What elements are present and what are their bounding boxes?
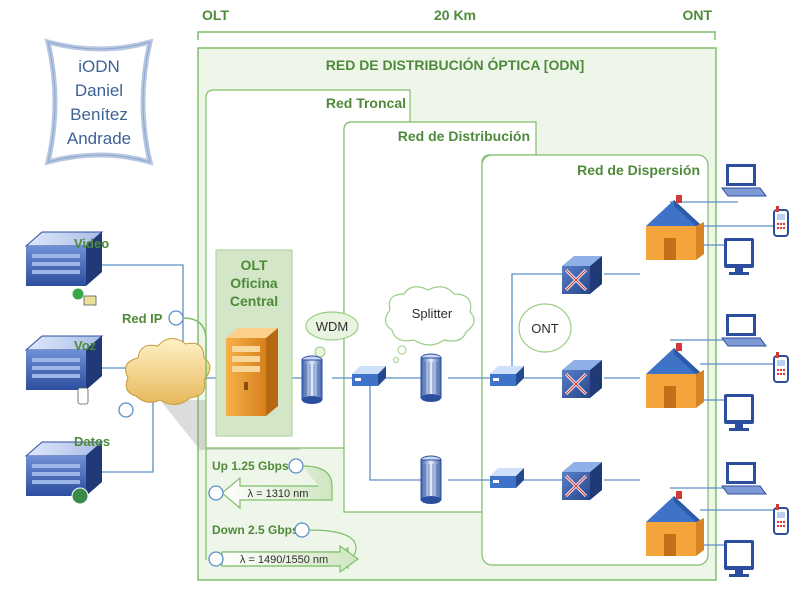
- splitter-filter-1: [420, 353, 442, 403]
- switch-3: [560, 460, 604, 502]
- logo-line-4: Andrade: [67, 129, 131, 148]
- up-rate-label: Up 1.25 Gbps: [212, 459, 289, 473]
- logo-line-3: Benítez: [70, 105, 128, 124]
- server-datos: [25, 441, 103, 505]
- service-video-label: Video: [74, 236, 109, 251]
- wdm-label: WDM: [316, 319, 349, 334]
- laptop-3: [721, 461, 767, 495]
- odn-title: RED DE DISTRIBUCIÓN ÓPTICA [ODN]: [326, 56, 584, 73]
- splitter-callout: Splitter: [384, 286, 475, 363]
- ip-network-cloud: [118, 310, 211, 418]
- up-wavelength-label: λ = 1310 nm: [248, 488, 309, 500]
- olt-label-line2: Oficina: [230, 275, 278, 291]
- region-red-distribucion-label: Red de Distribución: [398, 128, 530, 144]
- monitor-2: [724, 394, 754, 431]
- splitter-label: Splitter: [412, 306, 453, 321]
- phone-3: [773, 503, 789, 535]
- ont-label: ONT: [531, 321, 559, 336]
- server-voz: [25, 335, 103, 405]
- down-rate-label: Down 2.5 Gbps: [212, 523, 299, 537]
- ruler-olt-label: OLT: [202, 7, 229, 23]
- phone-1: [773, 205, 789, 237]
- ruler-ont-label: ONT: [682, 7, 712, 23]
- switch-1: [560, 254, 604, 296]
- ont-callout: ONT: [518, 303, 572, 353]
- region-red-troncal-label: Red Troncal: [326, 95, 406, 111]
- logo-line-1: iODN: [78, 57, 120, 76]
- service-datos-label: Datos: [74, 434, 110, 449]
- upstream-indicator: Up 1.25 Gbps λ = 1310 nm: [208, 458, 333, 510]
- ont-box-1: [490, 366, 524, 386]
- olt-central-office: OLT Oficina Central: [215, 249, 293, 437]
- phone-2: [773, 351, 789, 383]
- switch-2: [560, 358, 604, 400]
- olt-label-line3: Central: [230, 293, 278, 309]
- ont-box-2: [490, 468, 524, 488]
- laptop-1: [721, 163, 767, 197]
- splitter-box: [352, 366, 386, 386]
- red-ip-label: Red IP: [122, 311, 163, 326]
- monitor-3: [724, 540, 754, 577]
- monitor-1: [724, 238, 754, 275]
- down-wavelength-label: λ = 1490/1550 nm: [240, 554, 328, 566]
- downstream-indicator: Down 2.5 Gbps λ = 1490/1550 nm: [208, 522, 360, 574]
- ruler-distance-label: 20 Km: [434, 7, 476, 23]
- region-red-dispersion-label: Red de Dispersión: [577, 162, 700, 178]
- splitter-filter-2: [420, 455, 442, 505]
- logo-line-2: Daniel: [75, 81, 123, 100]
- distance-ruler: OLT 20 Km ONT: [197, 7, 716, 40]
- wdm-coupler: WDM: [301, 311, 359, 405]
- author-logo-badge: iODN Daniel Benítez Andrade: [44, 38, 154, 166]
- laptop-2: [721, 313, 767, 347]
- olt-label-line1: OLT: [241, 257, 268, 273]
- service-voz-label: Voz: [74, 338, 97, 353]
- server-video: [25, 231, 103, 306]
- olt-cabinet-icon: [226, 328, 278, 416]
